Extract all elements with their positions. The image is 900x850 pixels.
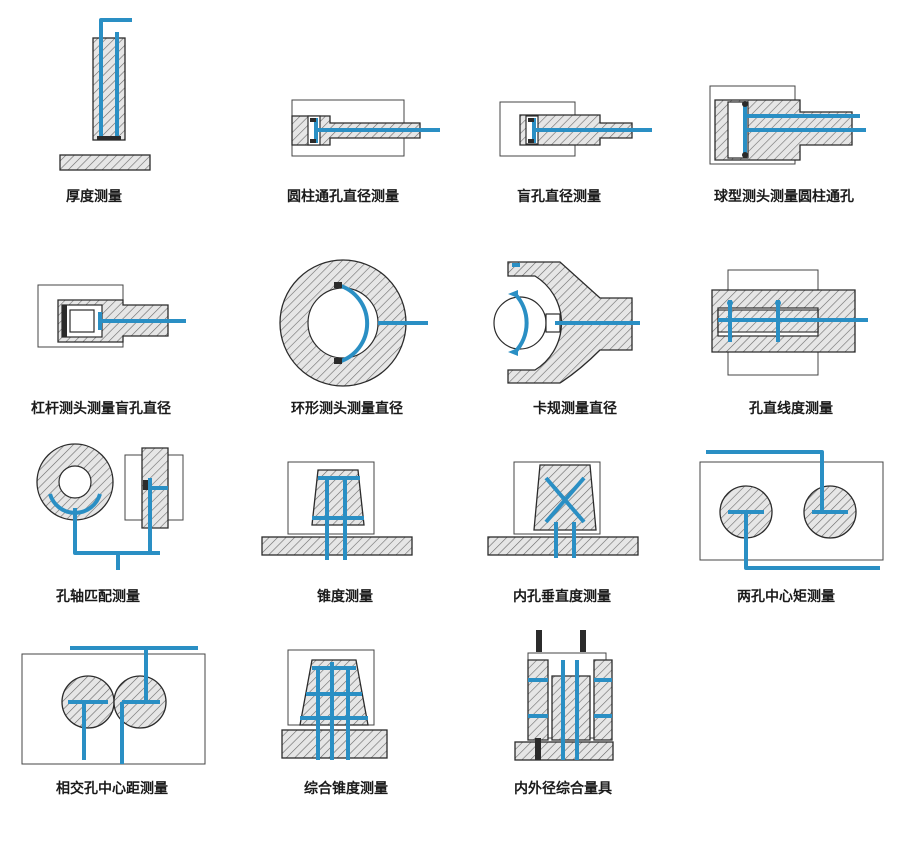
- fig-ball-probe: [709, 85, 866, 165]
- caption-thickness: 厚度测量: [66, 189, 122, 205]
- caption-blind-hole: 盲孔直径测量: [517, 189, 601, 205]
- fig-thickness: [59, 18, 151, 171]
- caption-ring-probe: 环形测头测量直径: [291, 401, 403, 417]
- fig-two-hole-distance: [699, 450, 884, 570]
- fig-combined-taper: [281, 649, 388, 760]
- caption-intersecting-holes: 相交孔中心距测量: [56, 781, 168, 797]
- caption-through-hole: 圆柱通孔直径测量: [287, 189, 399, 205]
- caption-taper: 锥度测量: [317, 589, 373, 605]
- fig-perpendicular: [487, 461, 639, 558]
- fig-id-od-gauge: [514, 630, 614, 761]
- caption-perpendicular: 内孔垂直度测量: [513, 589, 611, 605]
- fig-hole-shaft: [36, 443, 184, 570]
- caption-straightness: 孔直线度测量: [749, 401, 833, 417]
- fig-through-hole: [291, 99, 440, 157]
- fig-caliper: [493, 261, 640, 384]
- caption-caliper: 卡规测量直径: [533, 401, 617, 417]
- fig-intersecting-holes: [21, 646, 206, 765]
- fig-ring-probe: [279, 259, 428, 387]
- fig-straightness: [711, 269, 868, 376]
- caption-ball-probe: 球型测头测量圆柱通孔: [714, 189, 854, 205]
- caption-lever-probe: 杠杆测头测量盲孔直径: [31, 401, 171, 417]
- caption-id-od-gauge: 内外径综合量具: [514, 781, 612, 797]
- caption-combined-taper: 综合锥度测量: [304, 781, 388, 797]
- fig-lever-probe: [37, 284, 186, 348]
- caption-hole-shaft: 孔轴匹配测量: [56, 589, 140, 605]
- caption-two-hole-distance: 两孔中心矩测量: [737, 589, 835, 605]
- fig-blind-hole: [499, 101, 652, 157]
- fig-taper: [261, 461, 413, 560]
